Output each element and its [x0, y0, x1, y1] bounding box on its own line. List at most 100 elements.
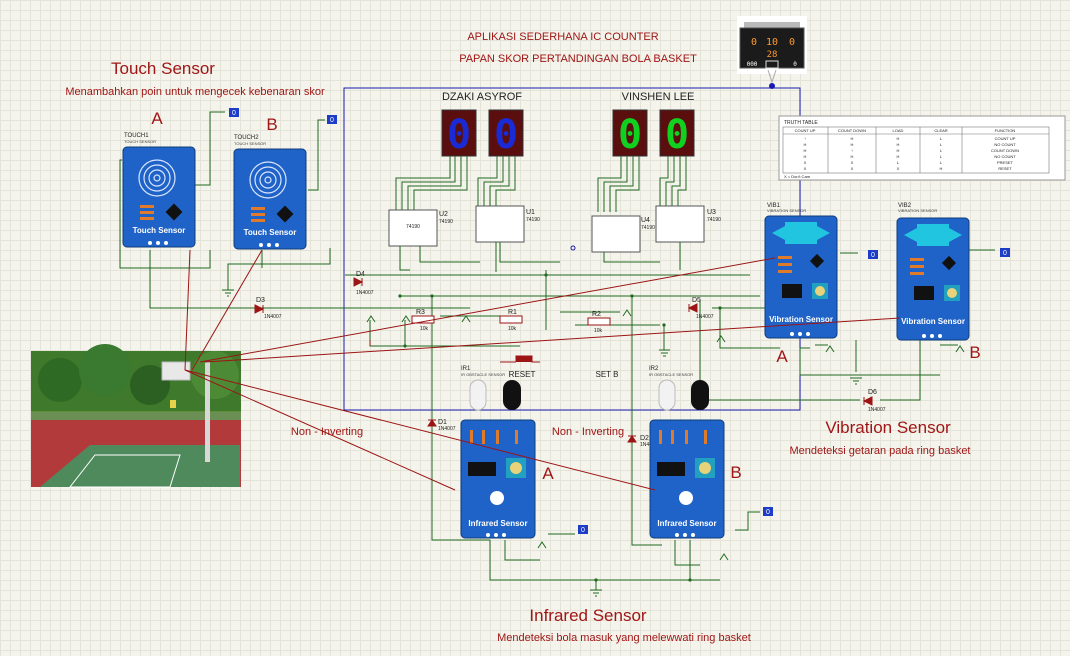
ir2-ref: IR2 — [649, 366, 659, 372]
truth-cell: NO COUNT — [994, 142, 1016, 147]
svg-text:0: 0 — [330, 117, 334, 124]
scoreboard-period: 10 — [766, 37, 778, 48]
truth-cell: COUNT DOWN — [991, 148, 1019, 153]
resistor-value: 10k — [508, 326, 517, 332]
truth-cell: ↑ — [804, 136, 806, 141]
truth-cell: H — [897, 154, 900, 159]
truth-cell: H — [804, 142, 807, 147]
diode-ref: D6 — [868, 389, 877, 396]
ic-ref: U3 — [707, 209, 716, 216]
ground-symbols — [222, 289, 862, 597]
scoreboard-left-bottom: 000 — [747, 61, 758, 68]
diode-ref: D5 — [692, 297, 701, 304]
terminal-node — [570, 245, 576, 251]
non-inverting-label-b: Non - Inverting — [552, 426, 624, 438]
seven-segment-display-2: 0 — [488, 109, 524, 158]
diode-type: 1N4007 — [696, 314, 714, 320]
svg-text:0: 0 — [766, 509, 770, 516]
resistor-r1: R1 10k — [499, 309, 523, 332]
vibration-subtitle: Mendeteksi getaran pada ring basket — [789, 445, 970, 457]
basketball-court-photo — [31, 344, 241, 488]
junction-dots — [398, 273, 722, 582]
svg-text:0: 0 — [232, 110, 236, 117]
vibration-sensor-board-a: Vibration Sensor — [764, 215, 838, 339]
ic-ref: U2 — [439, 211, 448, 218]
board-label: Infrared Sensor — [468, 519, 527, 528]
reset-button[interactable]: RESET — [500, 355, 540, 379]
diode-d5: D5 1N4007 — [687, 297, 714, 320]
truth-cell: H — [897, 148, 900, 153]
truth-cell: H — [804, 148, 807, 153]
touch-letter-a: A — [151, 109, 163, 128]
truth-table: TRUTH TABLE COUNT UP COUNT DOWN LOAD CLE… — [778, 115, 1066, 181]
truth-cell: H — [851, 142, 854, 147]
touch1-ref: TOUCH1 — [124, 133, 149, 139]
truth-cell: X — [897, 166, 900, 171]
board-label: Infrared Sensor — [657, 519, 716, 528]
touch2-ref: TOUCH2 — [234, 135, 259, 141]
logic-probe-ir-a: 0 — [578, 525, 588, 534]
diode-d3: D3 1N4007 — [254, 297, 282, 320]
board-label: Touch Sensor — [244, 228, 297, 237]
seven-segment-display-4: 0 — [659, 109, 695, 158]
reset-label: RESET — [509, 370, 536, 379]
truth-cell: COUNT UP — [995, 136, 1016, 141]
resistor-ref: R1 — [508, 309, 517, 316]
truth-cell: H — [851, 136, 854, 141]
board-label: Vibration Sensor — [901, 317, 965, 326]
truth-cell: X — [804, 160, 807, 165]
scoreboard-left-score: 0 — [751, 37, 757, 48]
truth-header: CLEAR — [934, 128, 947, 133]
resistor-r2: R2 10k — [587, 311, 611, 334]
scoreboard-time: 28 — [767, 50, 778, 60]
diode-ref: D4 — [356, 271, 365, 278]
ic-type: 74190 — [707, 217, 721, 223]
vib1-type: VIBRATION SENSOR — [767, 208, 806, 213]
touch-letter-b: B — [266, 115, 277, 134]
truth-cell: H — [897, 142, 900, 147]
truth-cell: L — [897, 160, 900, 165]
set-b-label: SET B — [596, 370, 619, 379]
truth-cell: L — [940, 154, 943, 159]
board-label: Vibration Sensor — [769, 315, 833, 324]
display-digit: 0 — [494, 112, 518, 158]
svg-text:0: 0 — [1003, 250, 1007, 257]
truth-cell: H — [940, 166, 943, 171]
vib2-type: VIBRATION SENSOR — [898, 208, 937, 213]
touch-sensor-board-a: Touch Sensor — [122, 146, 196, 248]
diode-type: 1N4007 — [868, 407, 886, 413]
infrared-letter-b: B — [730, 463, 741, 482]
ic-type: 74190 — [641, 225, 655, 231]
diode-ref: D3 — [256, 297, 265, 304]
display-digit: 0 — [665, 112, 689, 158]
truth-header: FUNCTION — [995, 128, 1016, 133]
logic-probe-touch-a: 0 — [229, 108, 239, 117]
truth-cell: L — [940, 160, 943, 165]
svg-text:0: 0 — [871, 252, 875, 259]
header-line-1: APLIKASI SEDERHANA IC COUNTER — [467, 31, 658, 43]
scoreboard-right-score: 0 — [789, 37, 795, 48]
team-right-name: VINSHEN LEE — [622, 91, 695, 103]
vib2-ref: VIB2 — [898, 203, 912, 209]
truth-cell: H — [897, 136, 900, 141]
infrared-sensor-board-a: Infrared Sensor — [460, 379, 536, 539]
truth-cell: H — [804, 154, 807, 159]
logic-probe-touch-b: 0 — [327, 115, 337, 124]
truth-cell: ↑ — [851, 148, 853, 153]
signal-lines — [184, 249, 901, 491]
truth-header: COUNT DOWN — [838, 128, 866, 133]
ic-u2: 74190 U2 74190 — [388, 209, 453, 247]
infrared-subtitle: Mendeteksi bola masuk yang melewwati rin… — [497, 632, 751, 644]
non-inverting-label-a: Non - Inverting — [291, 426, 363, 438]
infrared-letter-a: A — [542, 464, 554, 483]
diode-ref: D2 — [640, 435, 649, 442]
resistor-ref: R2 — [592, 311, 601, 318]
touch-subtitle: Menambahkan poin untuk mengecek kebenara… — [65, 86, 325, 98]
resistor-value: 10k — [420, 326, 429, 332]
truth-table-title: TRUTH TABLE — [784, 120, 818, 126]
resistor-ref: R3 — [416, 309, 425, 316]
header-line-2: PAPAN SKOR PERTANDINGAN BOLA BASKET — [459, 53, 697, 65]
scoreboard-right-bottom: 0 — [793, 61, 797, 68]
